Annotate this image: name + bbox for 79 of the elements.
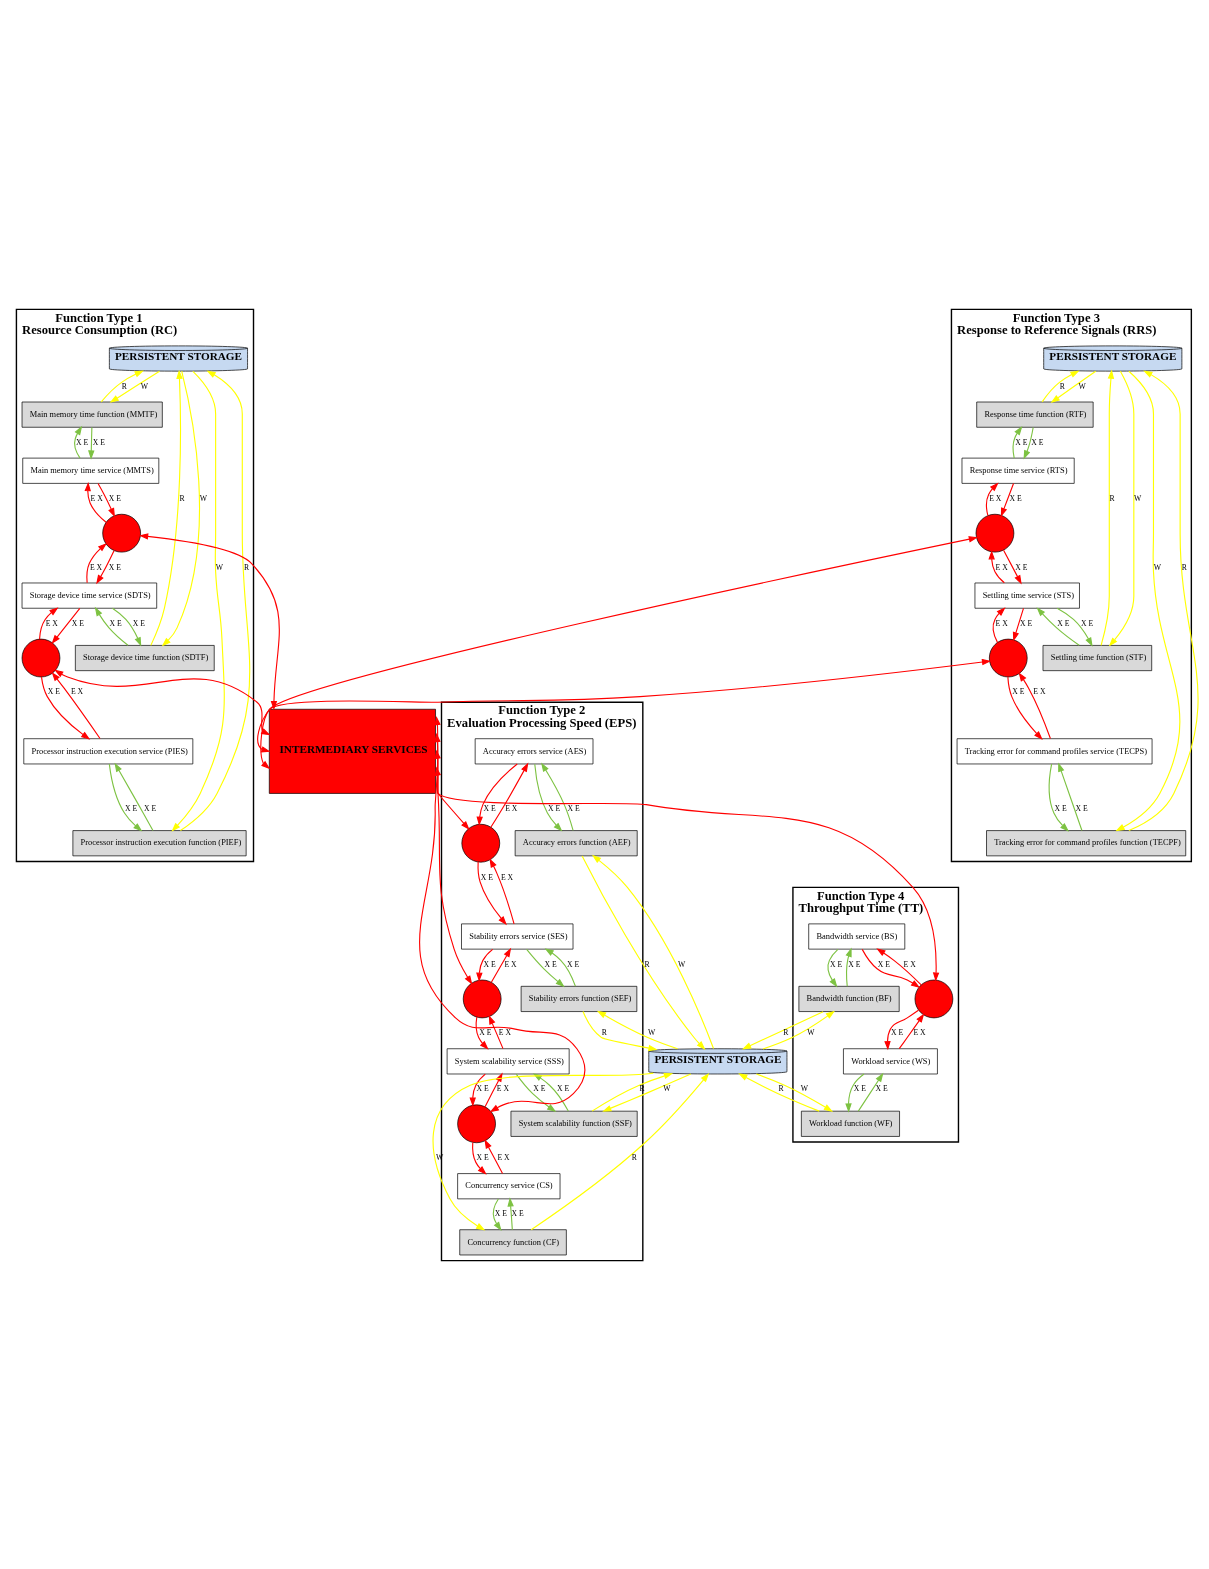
edge-label: R bbox=[1059, 381, 1065, 391]
edge-label: X E bbox=[557, 1083, 570, 1093]
edge-label: W bbox=[663, 1083, 671, 1093]
edge-label: R bbox=[1109, 493, 1115, 503]
edge-label: X E bbox=[848, 959, 861, 969]
edge-label: X E bbox=[1075, 803, 1088, 813]
edge-label: W bbox=[199, 493, 207, 503]
edge-label: X E bbox=[1012, 686, 1025, 696]
edge-label: X E bbox=[494, 1208, 507, 1218]
edge-label: R bbox=[639, 1083, 645, 1093]
edge-label: X E bbox=[1009, 493, 1022, 503]
edge-label: X E bbox=[890, 1027, 904, 1037]
edge-label: X E bbox=[1054, 803, 1067, 813]
edge-label: W bbox=[807, 1027, 815, 1037]
edge-label: X E bbox=[92, 437, 105, 447]
edge-label: E X bbox=[504, 959, 517, 969]
edge-label: W bbox=[215, 562, 224, 572]
edge-label: E X bbox=[496, 1083, 509, 1093]
edge-label: X E bbox=[875, 1083, 888, 1093]
edge-label: X E bbox=[567, 803, 580, 813]
edge-label: E X bbox=[498, 1027, 512, 1037]
edge-label: X E bbox=[1015, 437, 1028, 447]
edge-label: R bbox=[243, 562, 250, 572]
edge-label: E X bbox=[45, 618, 58, 628]
edge-label: X E bbox=[511, 1208, 524, 1218]
edge-label: X E bbox=[853, 1083, 867, 1093]
edge-label: R bbox=[179, 493, 185, 503]
edge-label: X E bbox=[829, 959, 843, 969]
edge-label: E X bbox=[505, 803, 518, 813]
edge-label: X E bbox=[480, 872, 493, 882]
edge-label: X E bbox=[1020, 618, 1033, 628]
edge-label: E X bbox=[71, 686, 84, 696]
edge-label: X E bbox=[877, 959, 890, 969]
edge-label: X E bbox=[109, 618, 122, 628]
edge-label: R bbox=[121, 381, 128, 391]
edge-label: W bbox=[1134, 493, 1142, 503]
edge-label: X E bbox=[479, 1027, 492, 1037]
edge-label: R bbox=[783, 1027, 789, 1037]
edge-label: X E bbox=[476, 1152, 489, 1162]
edge-label: R bbox=[778, 1083, 784, 1093]
edge-label: E X bbox=[995, 618, 1008, 628]
edge-label: R bbox=[1181, 562, 1187, 572]
edge-label: W bbox=[1153, 562, 1161, 572]
edge-label: E X bbox=[89, 562, 103, 572]
edge-label: W bbox=[800, 1083, 809, 1093]
edge-label: X E bbox=[547, 803, 561, 813]
edge-label: X E bbox=[544, 959, 557, 969]
edge-label: X E bbox=[108, 562, 122, 572]
edge-label: E X bbox=[913, 1027, 926, 1037]
edge-label: E X bbox=[497, 1152, 510, 1162]
edge-label: X E bbox=[108, 493, 122, 503]
edge-label: X E bbox=[1057, 618, 1070, 628]
edge-label: W bbox=[1078, 381, 1086, 391]
edge-label: E X bbox=[989, 493, 1002, 503]
edge-label: X E bbox=[125, 803, 138, 813]
edge-label: E X bbox=[90, 493, 103, 503]
edge-label: R bbox=[644, 959, 650, 969]
edge-label: W bbox=[647, 1027, 656, 1037]
edge-label: X E bbox=[476, 1083, 489, 1093]
edge-label: E X bbox=[995, 562, 1008, 572]
edge-label: X E bbox=[75, 437, 89, 447]
edge-label: E X bbox=[500, 872, 514, 882]
edge-label: W bbox=[140, 381, 149, 391]
edge-label: X E bbox=[566, 959, 580, 969]
edge-label: R bbox=[601, 1027, 607, 1037]
edge-label: E X bbox=[903, 959, 916, 969]
edge-label: X E bbox=[483, 959, 496, 969]
edge-label: W bbox=[678, 959, 686, 969]
edge-label: X E bbox=[1015, 562, 1028, 572]
edge-label: E X bbox=[1033, 686, 1046, 696]
edge-label: X E bbox=[143, 803, 157, 813]
edge-label: X E bbox=[483, 803, 496, 813]
edge-label: X E bbox=[71, 618, 84, 628]
edge-label: X E bbox=[1081, 618, 1094, 628]
edge-label: X E bbox=[47, 686, 61, 696]
edge-label: X E bbox=[1031, 437, 1044, 447]
edge-label: X E bbox=[132, 618, 145, 628]
edge-label: X E bbox=[533, 1083, 546, 1093]
edge-label: R bbox=[631, 1152, 637, 1162]
